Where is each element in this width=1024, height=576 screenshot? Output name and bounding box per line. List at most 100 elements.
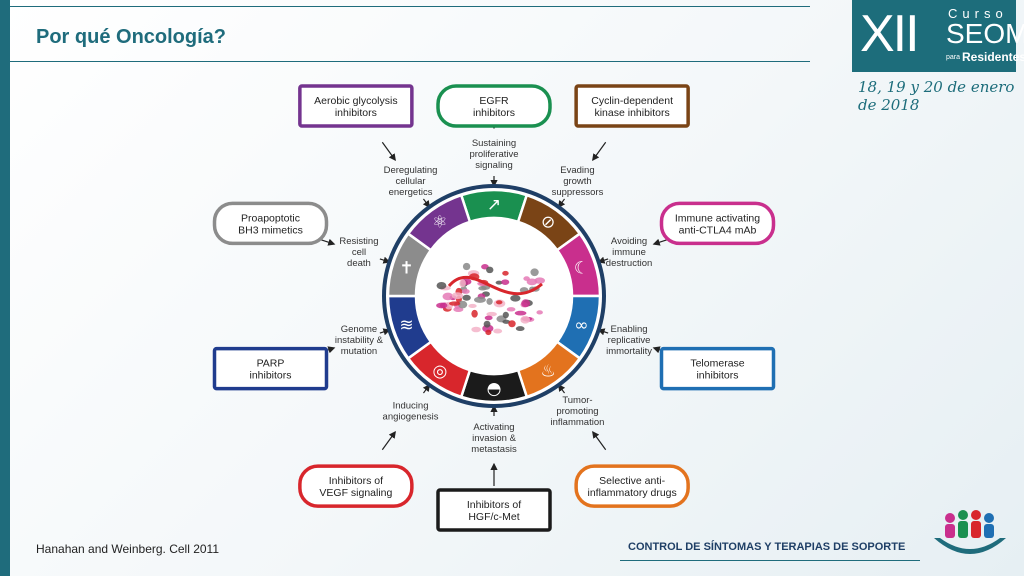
tumor-cell <box>462 262 471 271</box>
tumor-cell <box>508 320 516 328</box>
tumor-cell <box>486 297 493 305</box>
tumor-cell <box>461 289 470 294</box>
tumor-cell <box>478 286 487 291</box>
therapy-arrow <box>592 430 607 451</box>
hallmark-icon: ↗ <box>487 195 501 215</box>
logo-residentes-text: Residentes <box>962 50 1024 64</box>
blood-vessel <box>447 275 543 296</box>
hallmark-icon: ∞ <box>574 315 588 335</box>
therapy-box <box>212 346 329 391</box>
therapy-box <box>659 346 776 391</box>
tumor-cell <box>483 320 491 328</box>
tumor-cell <box>471 309 478 318</box>
tumor-cell <box>514 310 527 316</box>
tumor-cell <box>451 292 464 300</box>
tumor-cell <box>501 279 510 286</box>
logo-roman-numeral: XII <box>860 5 920 63</box>
therapy-box <box>574 464 690 508</box>
tumor-cell <box>468 303 477 309</box>
hallmark-icon: ☾ <box>574 259 589 279</box>
tumor-cell <box>495 300 503 305</box>
tumor-cell <box>502 319 511 324</box>
tumor-cell <box>536 310 543 315</box>
tumor-cell <box>515 326 525 332</box>
therapy-box <box>659 201 776 246</box>
tumor-cell <box>520 315 530 324</box>
title-divider <box>10 61 810 62</box>
therapy-arrow <box>381 141 396 162</box>
tumor-cell <box>459 279 466 288</box>
hallmark-icon: ⊘ <box>541 213 555 233</box>
therapy-arrow <box>381 430 396 451</box>
hallmarks-wheel: ↗ ⊘ ☾ ∞ ♨ ◓ ◎ ≋ ✝ ⚛ <box>382 184 606 408</box>
hallmark-icon: ⚛ <box>432 213 447 233</box>
left-accent-bar <box>0 0 10 576</box>
slide-title: Por qué Oncología? <box>36 26 227 48</box>
logo-para-text: para <box>946 54 961 61</box>
tumor-cell <box>502 270 509 276</box>
tumor-cell <box>453 306 464 313</box>
people-group-logo <box>934 510 1006 554</box>
course-date: 18, 19 y 20 de enero de 2018 <box>858 78 1015 114</box>
tumor-cell <box>521 299 531 308</box>
tumor-cell <box>495 280 503 285</box>
therapy-box <box>574 84 690 128</box>
seom-course-logo: XII Curso SEOM para Residentes <box>852 0 1024 72</box>
hallmark-icon: ✝ <box>399 259 413 279</box>
therapy-box <box>298 84 414 128</box>
wheel-center <box>418 220 570 372</box>
citation: Hanahan and Weinberg. Cell 2011 <box>36 542 220 556</box>
logo-seom-text: SEOM <box>946 18 1024 49</box>
therapy-box <box>436 488 552 532</box>
tumor-cell <box>493 328 503 334</box>
therapy-box <box>212 201 329 246</box>
tumor-cell <box>486 266 494 274</box>
hallmark-segment <box>406 193 472 252</box>
therapy-box <box>436 84 552 128</box>
tumor-cell-cluster <box>436 262 545 336</box>
tumor-cell <box>510 294 521 302</box>
tumor-cell <box>448 301 461 306</box>
hallmark-icon: ≋ <box>399 315 413 335</box>
tumor-cell <box>442 292 454 301</box>
footer-divider <box>620 560 920 561</box>
top-divider <box>10 6 810 7</box>
hallmark-icon: ◎ <box>433 361 448 381</box>
tumor-cell <box>485 329 492 336</box>
tumor-cell <box>462 294 471 301</box>
footer-title: CONTROL DE SÍNTOMAS Y TERAPIAS DE SOPORT… <box>628 541 906 553</box>
tumor-cell <box>526 278 538 286</box>
hallmark-icon: ◓ <box>487 379 502 399</box>
tumor-cell <box>506 307 516 312</box>
therapy-label: Selective anti-inflammatory drugs <box>587 475 676 499</box>
tumor-cell <box>458 300 468 309</box>
tumor-cell <box>530 268 539 277</box>
logo-curso-text: Curso <box>948 6 1008 21</box>
tumor-cell <box>474 296 486 303</box>
tumor-cell <box>471 326 481 333</box>
tumor-cell <box>486 311 497 317</box>
tumor-cell <box>484 315 493 321</box>
hallmark-icon: ♨ <box>540 361 555 381</box>
therapy-arrow <box>592 141 607 162</box>
therapy-box <box>298 464 414 508</box>
tumor-cell <box>502 311 509 319</box>
